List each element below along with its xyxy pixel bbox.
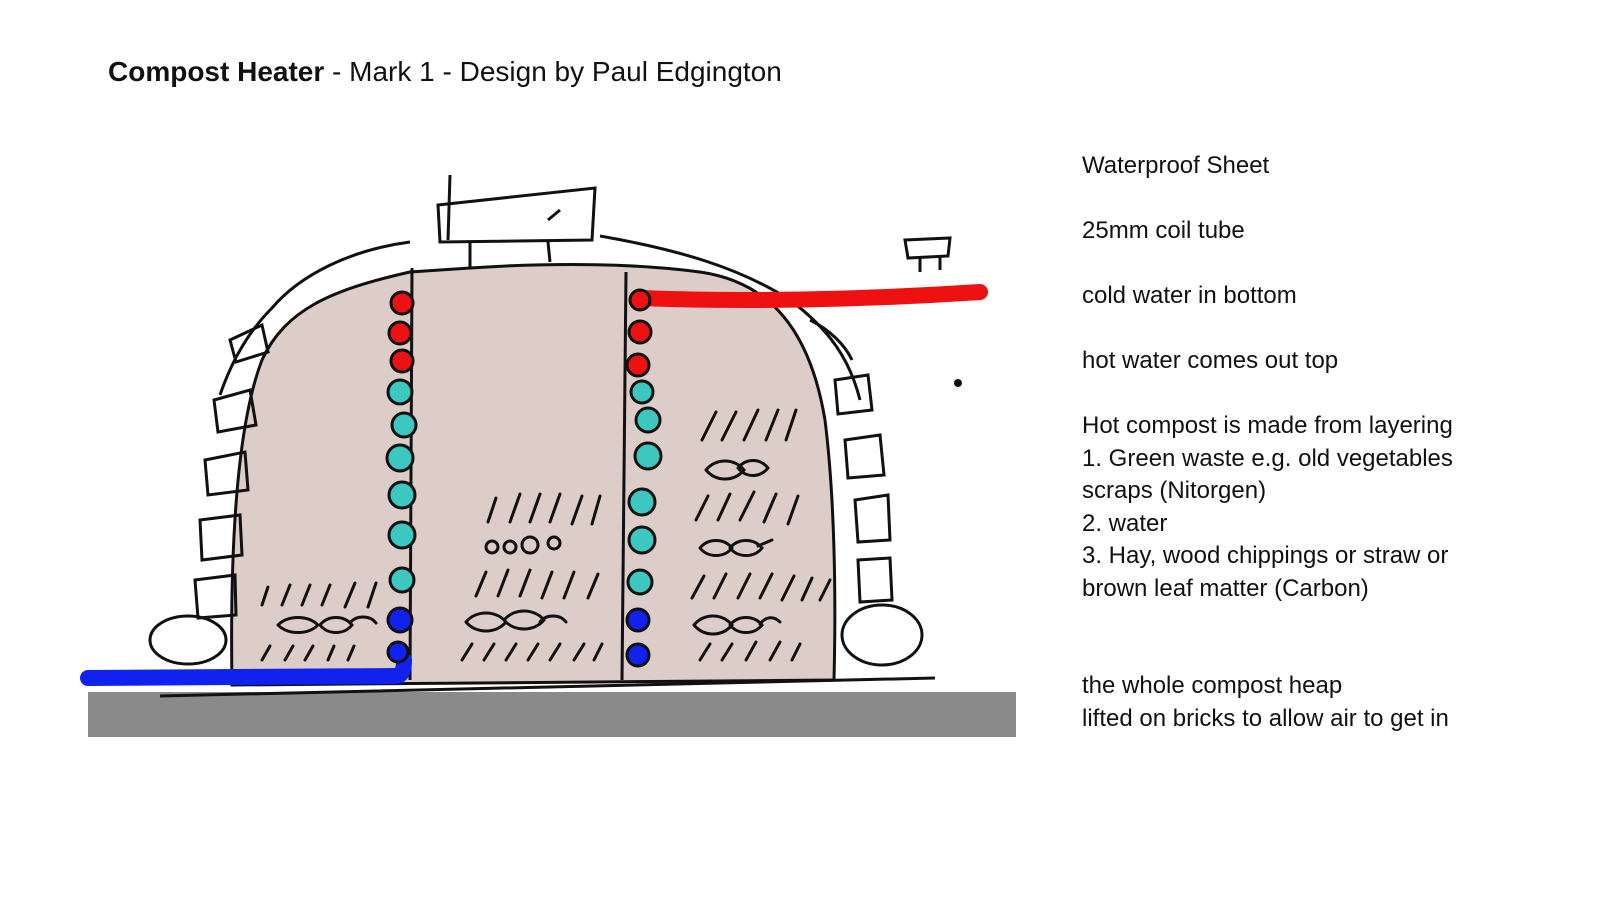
notes-panel: Waterproof Sheet 25mm coil tube cold wat… (1082, 150, 1582, 735)
divider-right (620, 271, 628, 681)
note-coil-tube: 25mm coil tube (1082, 217, 1245, 244)
note-layer-1b: scraps (Nitorgen) (1082, 477, 1267, 504)
compost-heap (230, 263, 837, 687)
diagram-title: Compost Heater - Mark 1 - Design by Paul… (108, 56, 782, 88)
coil-tube-left (385, 290, 418, 664)
cold-water-pipe (80, 652, 412, 686)
note-heap-2: lifted on bricks to allow air to get in (1082, 704, 1449, 732)
coil-tube-right (625, 288, 663, 668)
ground-bricks (88, 692, 1016, 737)
title-subtitle: - Mark 1 - Design by Paul Edgington (324, 56, 782, 87)
note-hot-water: hot water comes out top (1082, 347, 1339, 374)
note-layer-3b: brown leaf matter (Carbon) (1082, 574, 1369, 602)
note-layering-intro: Hot compost is made from layering (1082, 412, 1453, 439)
note-cold-water: cold water in bottom (1082, 282, 1297, 309)
hot-water-pipe (632, 284, 988, 308)
note-waterproof-sheet: Waterproof Sheet (1082, 152, 1270, 179)
note-layer-3a: 3. Hay, wood chippings or straw or (1082, 542, 1449, 569)
base-line (159, 676, 936, 698)
waterproof-sheet (148, 234, 924, 667)
top-vent (436, 174, 597, 268)
note-layer-1a: 1. Green waste e.g. old vegetables (1082, 444, 1453, 472)
outlet-tap (903, 236, 952, 272)
compost-texture (260, 408, 832, 662)
title-main: Compost Heater (108, 56, 325, 87)
dot-mark (954, 379, 962, 387)
note-heap-1: the whole compost heap (1082, 672, 1343, 699)
note-layer-2: 2. water (1082, 509, 1168, 537)
